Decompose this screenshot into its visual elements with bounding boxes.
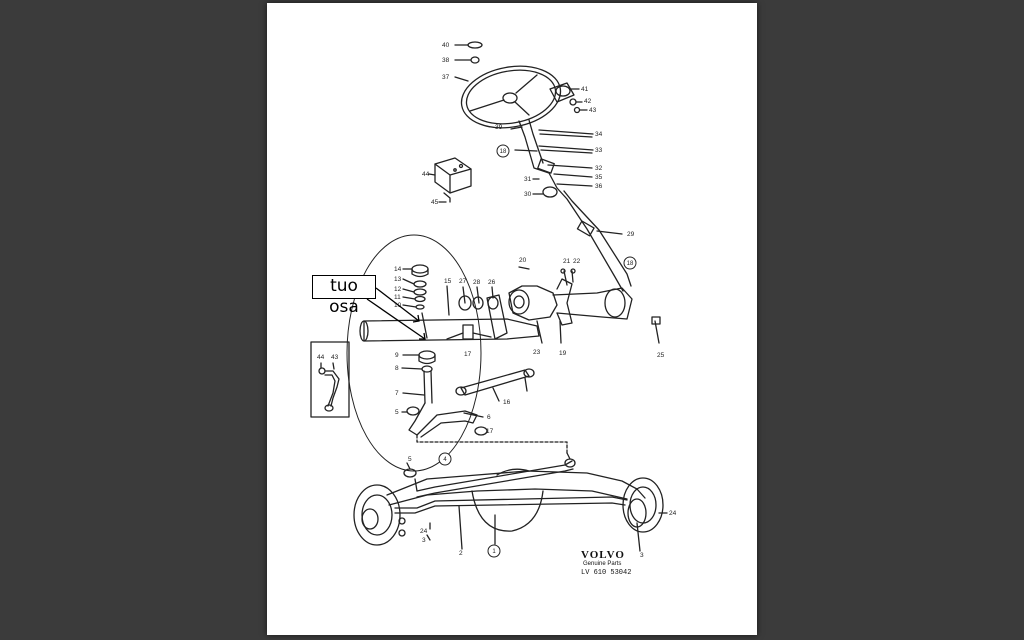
part-label-24: 24 [669, 510, 677, 517]
part-sheet-code: LV 610 53042 [581, 569, 632, 577]
part-label-5: 5 [395, 409, 399, 416]
part-label-15: 15 [444, 278, 452, 285]
inset-detail-box [310, 341, 350, 418]
callout-label: tuo osa [312, 275, 376, 317]
part-label-20: 20 [519, 257, 527, 264]
dashed-connector [416, 434, 568, 454]
front-axle [353, 452, 668, 552]
part-label-8: 8 [395, 365, 399, 372]
part-label-38: 38 [442, 57, 450, 64]
part-label-27: 27 [459, 278, 467, 285]
reference-number: 1 [492, 549, 496, 555]
reference-circle [438, 452, 452, 466]
mounting-bracket [428, 157, 472, 203]
steering-column [510, 119, 632, 292]
reference-circle [496, 144, 510, 158]
part-label-16: 16 [503, 399, 511, 406]
part-label-34: 34 [595, 131, 603, 138]
steering-gear-box [508, 266, 661, 344]
circled-label-1: 1 [487, 544, 501, 558]
circled-label-4: 4 [438, 452, 452, 466]
part-label-28: 28 [473, 279, 481, 286]
part-label-11: 11 [394, 294, 401, 301]
part-label-35: 35 [595, 174, 603, 181]
reference-number: 4 [443, 457, 447, 463]
circled-reference-labels: 18 18 4 1 [438, 144, 637, 558]
part-label-13: 13 [394, 276, 402, 283]
part-label-3: 3 [640, 552, 644, 559]
part-label-36: 36 [595, 183, 603, 190]
brand-name: VOLVO [581, 549, 625, 561]
steering-assembly-diagram: 4038374142433934333235363130444529202122… [310, 41, 677, 559]
part-label-43: 43 [589, 107, 597, 114]
detail-circle [346, 234, 482, 472]
reference-circle [623, 256, 637, 270]
part-label-33: 33 [595, 147, 603, 154]
brand-tagline: Genuine Parts [583, 561, 622, 567]
part-label-23: 23 [533, 349, 541, 356]
part-label-21: 21 [563, 258, 571, 265]
part-label-44: 44 [317, 354, 325, 361]
circled-label-18: 18 [623, 256, 637, 270]
part-label-39: 39 [495, 124, 503, 131]
part-label-29: 29 [627, 231, 635, 238]
idler-arm-assembly [401, 264, 535, 438]
part-label-30: 30 [524, 191, 532, 198]
reference-number: 18 [500, 149, 507, 155]
part-label-42: 42 [584, 98, 592, 105]
part-label-5: 5 [408, 456, 412, 463]
part-label-3: 3 [422, 537, 426, 544]
reference-circle [487, 544, 501, 558]
part-label-31: 31 [524, 176, 532, 183]
circled-label-18: 18 [496, 144, 510, 158]
part-label-44: 44 [422, 171, 430, 178]
part-label-6: 6 [487, 414, 491, 421]
steering-wheel [454, 41, 562, 129]
volvo-brand-block: VOLVO Genuine Parts LV 610 53042 [581, 549, 661, 577]
part-label-17: 17 [486, 428, 494, 435]
part-label-7: 7 [395, 390, 399, 397]
frame-member [359, 318, 540, 342]
part-label-40: 40 [442, 42, 450, 49]
callout-arrows [366, 287, 426, 340]
part-label-41: 41 [581, 86, 589, 93]
part-label-26: 26 [488, 279, 496, 286]
part-label-32: 32 [595, 165, 603, 172]
part-label-12: 12 [394, 286, 402, 293]
part-label-22: 22 [573, 258, 581, 265]
part-label-19: 19 [559, 350, 567, 357]
reference-number: 18 [627, 261, 634, 267]
part-label-37: 37 [442, 74, 450, 81]
part-label-25: 25 [657, 352, 665, 359]
part-label-14: 14 [394, 266, 402, 273]
part-label-24: 24 [420, 528, 428, 535]
part-label-17: 17 [464, 351, 472, 358]
part-label-9: 9 [395, 352, 399, 359]
part-label-2: 2 [459, 550, 463, 557]
part-label-43: 43 [331, 354, 339, 361]
hub-parts [549, 82, 588, 114]
part-label-45: 45 [431, 199, 439, 206]
